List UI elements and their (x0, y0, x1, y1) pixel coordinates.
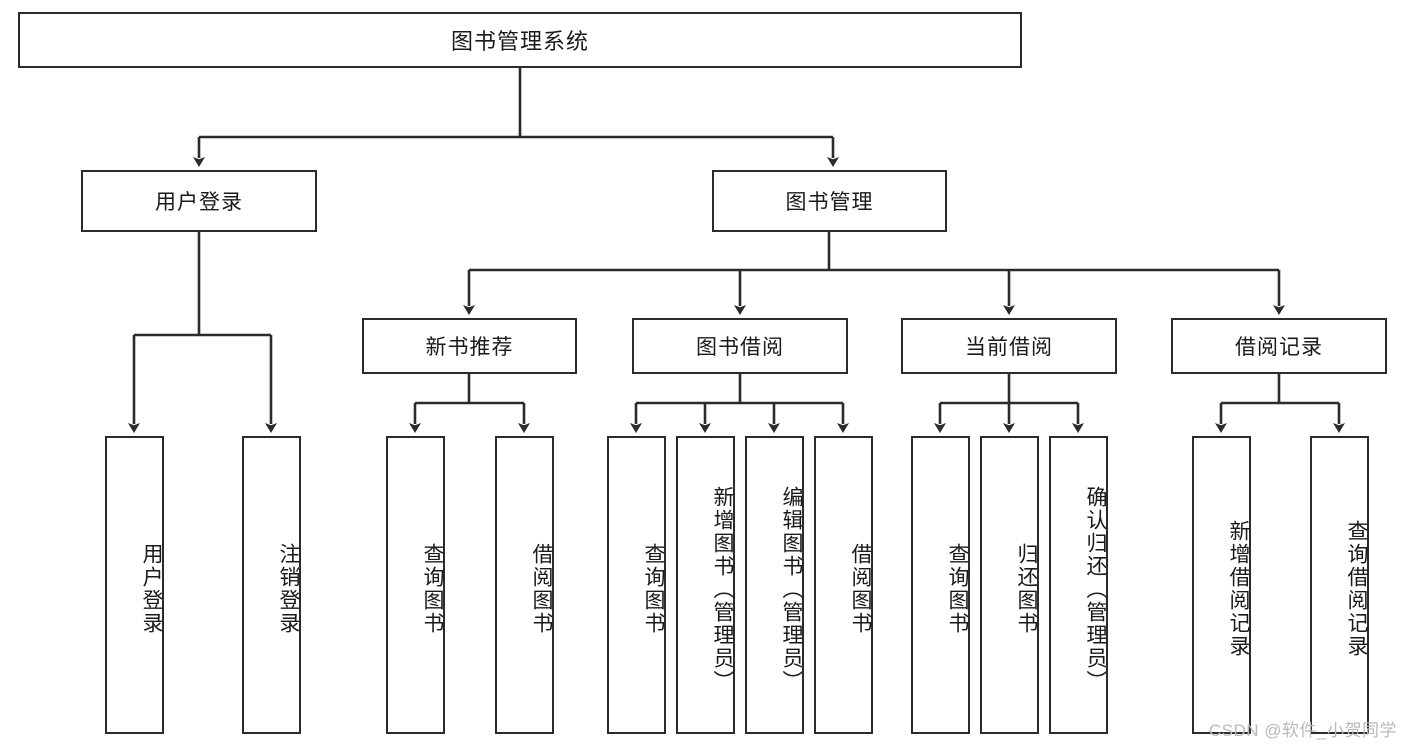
node-label: 查询图书 (946, 543, 969, 635)
node-label: 新增借阅记录 (1227, 520, 1250, 658)
node-leaf-borrow-book[interactable]: 借阅图书 (814, 436, 873, 734)
node-leaf-borrow-book-recommend[interactable]: 借阅图书 (495, 436, 554, 734)
node-leaf-edit-book-admin[interactable]: 编辑图书（管理员） (745, 436, 804, 734)
node-leaf-return-book[interactable]: 归还图书 (980, 436, 1039, 734)
node-book-management[interactable]: 图书管理 (712, 170, 947, 232)
node-label: 借阅图书 (530, 543, 553, 635)
node-label: 查询借阅记录 (1345, 520, 1368, 658)
node-label: 用户登录 (155, 191, 243, 214)
node-label: 新书推荐 (425, 336, 514, 359)
node-leaf-confirm-return-admin[interactable]: 确认归还（管理员） (1049, 436, 1108, 734)
node-label: 归还图书 (1015, 543, 1038, 635)
node-label: 借阅图书 (849, 543, 872, 635)
csdn-watermark: CSDN @软件_小贺同学 (1208, 721, 1397, 740)
node-new-book-recommend[interactable]: 新书推荐 (362, 318, 577, 374)
node-label: 借阅记录 (1235, 336, 1323, 359)
node-label: 图书管理 (785, 191, 874, 214)
node-leaf-user-login[interactable]: 用户登录 (105, 436, 164, 734)
node-label: 查询图书 (642, 543, 665, 635)
node-leaf-add-book-admin[interactable]: 新增图书（管理员） (676, 436, 735, 734)
node-leaf-query-borrow-record[interactable]: 查询借阅记录 (1310, 436, 1369, 734)
node-leaf-query-book-borrow[interactable]: 查询图书 (607, 436, 666, 734)
node-book-borrow[interactable]: 图书借阅 (632, 318, 848, 374)
node-label: 编辑图书（管理员） (780, 485, 803, 693)
node-label: 查询图书 (421, 543, 444, 635)
node-leaf-add-borrow-record[interactable]: 新增借阅记录 (1192, 436, 1251, 734)
node-label: 当前借阅 (965, 336, 1053, 359)
node-current-borrow[interactable]: 当前借阅 (901, 318, 1117, 374)
node-label: 确认归还（管理员） (1084, 485, 1107, 693)
node-label: 图书借阅 (696, 336, 784, 359)
node-label: 注销登录 (277, 543, 300, 635)
node-leaf-query-book-current[interactable]: 查询图书 (911, 436, 970, 734)
node-root-book-management-system[interactable]: 图书管理系统 (18, 12, 1022, 68)
node-leaf-logout[interactable]: 注销登录 (242, 436, 301, 734)
node-user-login[interactable]: 用户登录 (81, 170, 317, 232)
node-label: 图书管理系统 (450, 29, 589, 54)
node-label: 新增图书（管理员） (711, 485, 734, 693)
node-leaf-query-book-recommend[interactable]: 查询图书 (386, 436, 445, 734)
node-label: 用户登录 (140, 543, 163, 635)
node-borrow-record[interactable]: 借阅记录 (1171, 318, 1387, 374)
